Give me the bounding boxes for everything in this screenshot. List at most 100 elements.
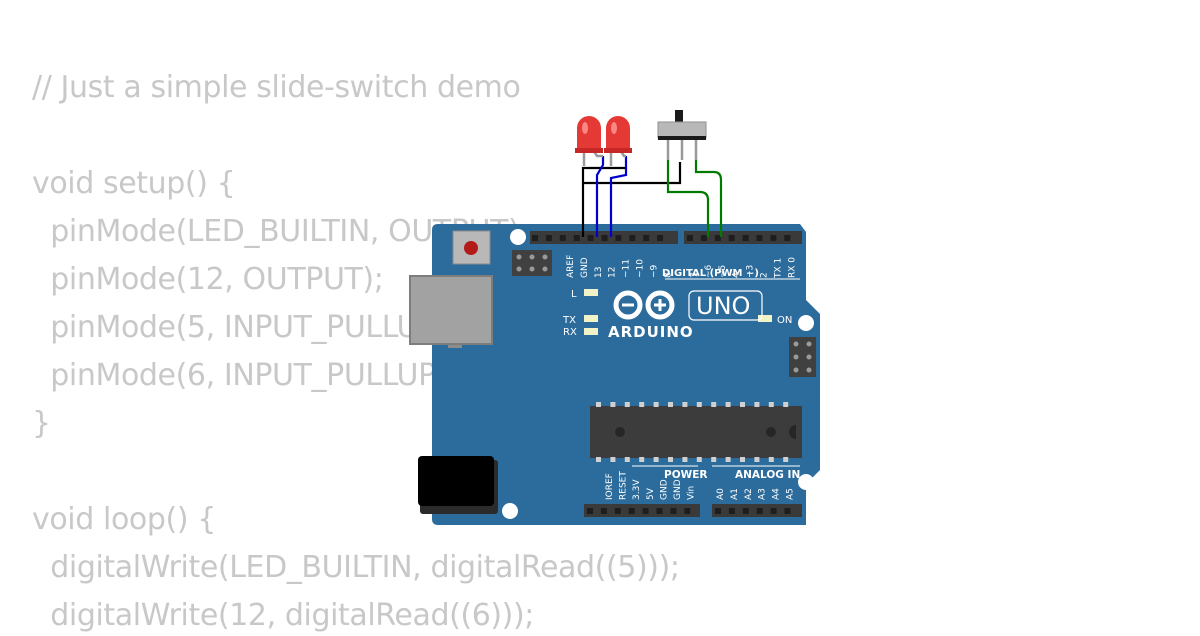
header-pin[interactable] bbox=[687, 235, 693, 241]
header-pin[interactable] bbox=[656, 508, 663, 514]
wire-pin5[interactable] bbox=[694, 160, 723, 237]
code-line-12: digitalWrite(12, digitalRead((6))); bbox=[32, 598, 534, 633]
header-pin[interactable] bbox=[728, 508, 735, 514]
power-header bbox=[584, 504, 700, 517]
code-line-10: void loop() { bbox=[32, 502, 216, 537]
digital-pin-label: ~9 bbox=[649, 264, 659, 278]
header-pin[interactable] bbox=[545, 235, 552, 241]
onboard-led-tx: TX bbox=[562, 315, 598, 326]
header-pin[interactable] bbox=[629, 235, 636, 241]
header-pin[interactable] bbox=[715, 508, 721, 514]
slide-switch-knob[interactable] bbox=[675, 110, 683, 124]
power-pin-label: GND bbox=[673, 479, 683, 500]
onboard-led-l: L bbox=[571, 289, 598, 300]
header-pin[interactable] bbox=[742, 235, 749, 241]
power-pin-label: 3.3V bbox=[632, 479, 642, 500]
header-pin[interactable] bbox=[600, 508, 607, 514]
svg-text:TX: TX bbox=[562, 315, 576, 326]
digital-pin-label: AREF bbox=[566, 255, 576, 278]
analog-pin-label: A1 bbox=[730, 488, 740, 500]
digital-pin-label: 13 bbox=[594, 267, 604, 278]
header-pin[interactable] bbox=[601, 235, 608, 241]
header-pin[interactable] bbox=[728, 235, 735, 241]
digital-pin-label: 12 bbox=[608, 267, 618, 278]
code-line-7: pinMode(6, INPUT_PULLUP); bbox=[32, 358, 457, 393]
header-pin[interactable] bbox=[756, 508, 763, 514]
digital-pin-label: ~3 bbox=[746, 265, 756, 278]
model-badge bbox=[688, 290, 763, 321]
digital-pin-label: GND bbox=[580, 257, 590, 278]
onboard-led-rx: RX bbox=[563, 327, 598, 338]
power-pin-label: RESET bbox=[619, 471, 629, 500]
digital-pin-label: RX 0 bbox=[787, 257, 797, 278]
analog-pin-label: A4 bbox=[772, 488, 782, 500]
digital-pin-label: 4 bbox=[732, 272, 742, 278]
wire-pin12[interactable] bbox=[609, 156, 628, 237]
header-pin[interactable] bbox=[700, 235, 707, 241]
icsp-header-right bbox=[789, 337, 816, 377]
digital-pin-label: TX 1 bbox=[773, 258, 783, 279]
header-pin[interactable] bbox=[770, 508, 777, 514]
code-line-1: // Just a simple slide-switch demo bbox=[32, 70, 521, 105]
header-pin[interactable] bbox=[670, 508, 677, 514]
header-pin[interactable] bbox=[784, 508, 791, 514]
wire-pin6[interactable] bbox=[666, 160, 710, 237]
digital-header bbox=[530, 231, 802, 244]
power-pin-label: 5V bbox=[646, 487, 656, 500]
header-pin[interactable] bbox=[532, 235, 538, 241]
slide-switch[interactable] bbox=[657, 110, 707, 160]
mounting-hole bbox=[502, 503, 518, 519]
microcontroller-chip bbox=[590, 402, 802, 462]
digital-pin-label: 2 bbox=[760, 272, 770, 278]
header-pin[interactable] bbox=[642, 508, 649, 514]
header-pin[interactable] bbox=[573, 235, 580, 241]
header-pin[interactable] bbox=[742, 508, 749, 514]
analog-pin-label: A2 bbox=[744, 488, 754, 500]
header-pin[interactable] bbox=[784, 235, 791, 241]
header-pin[interactable] bbox=[615, 235, 622, 241]
digital-pin-label: 7 bbox=[690, 272, 700, 278]
wire-pin13[interactable] bbox=[595, 156, 605, 237]
red-led-1[interactable] bbox=[575, 116, 603, 166]
header-pin[interactable] bbox=[643, 235, 650, 241]
power-pin-label: Vin bbox=[687, 486, 697, 500]
digital-header-label: DIGITAL (PWM ~) bbox=[662, 268, 759, 279]
code-line-5: pinMode(12, OUTPUT); bbox=[32, 262, 384, 297]
reset-button[interactable] bbox=[452, 230, 491, 265]
analog-pin-label: A0 bbox=[716, 488, 726, 500]
header-pin[interactable] bbox=[770, 235, 777, 241]
red-led-2[interactable] bbox=[604, 116, 632, 166]
power-jack bbox=[418, 456, 498, 514]
mounting-hole bbox=[798, 315, 814, 331]
icsp-header bbox=[512, 250, 552, 276]
header-pin[interactable] bbox=[628, 508, 635, 514]
header-pin[interactable] bbox=[756, 235, 763, 241]
digital-pin-label: ~6 bbox=[704, 264, 714, 278]
digital-pin-label: 8 bbox=[663, 272, 673, 278]
mounting-hole bbox=[798, 474, 814, 490]
analog-pin-label: A5 bbox=[786, 488, 796, 500]
header-pin[interactable] bbox=[714, 235, 721, 241]
arduino-logo bbox=[613, 290, 675, 320]
svg-text:RX: RX bbox=[563, 327, 577, 338]
svg-text:L: L bbox=[571, 289, 577, 300]
header-pin[interactable] bbox=[657, 235, 664, 241]
code-line-11: digitalWrite(LED_BUILTIN, digitalRead((5… bbox=[32, 550, 680, 585]
header-pin[interactable] bbox=[559, 235, 566, 241]
header-pin[interactable] bbox=[587, 235, 594, 241]
power-label: POWER bbox=[664, 469, 707, 481]
model-label: UNO bbox=[696, 292, 750, 320]
power-pin-label: IOREF bbox=[605, 473, 615, 500]
code-line-3: void setup() { bbox=[32, 166, 236, 201]
header-pin[interactable] bbox=[587, 508, 593, 514]
usb-connector bbox=[409, 275, 493, 348]
wire-gnd[interactable] bbox=[581, 162, 682, 237]
onboard-led-on: ON bbox=[758, 315, 792, 326]
header-pin[interactable] bbox=[684, 508, 691, 514]
header-pin[interactable] bbox=[614, 508, 621, 514]
